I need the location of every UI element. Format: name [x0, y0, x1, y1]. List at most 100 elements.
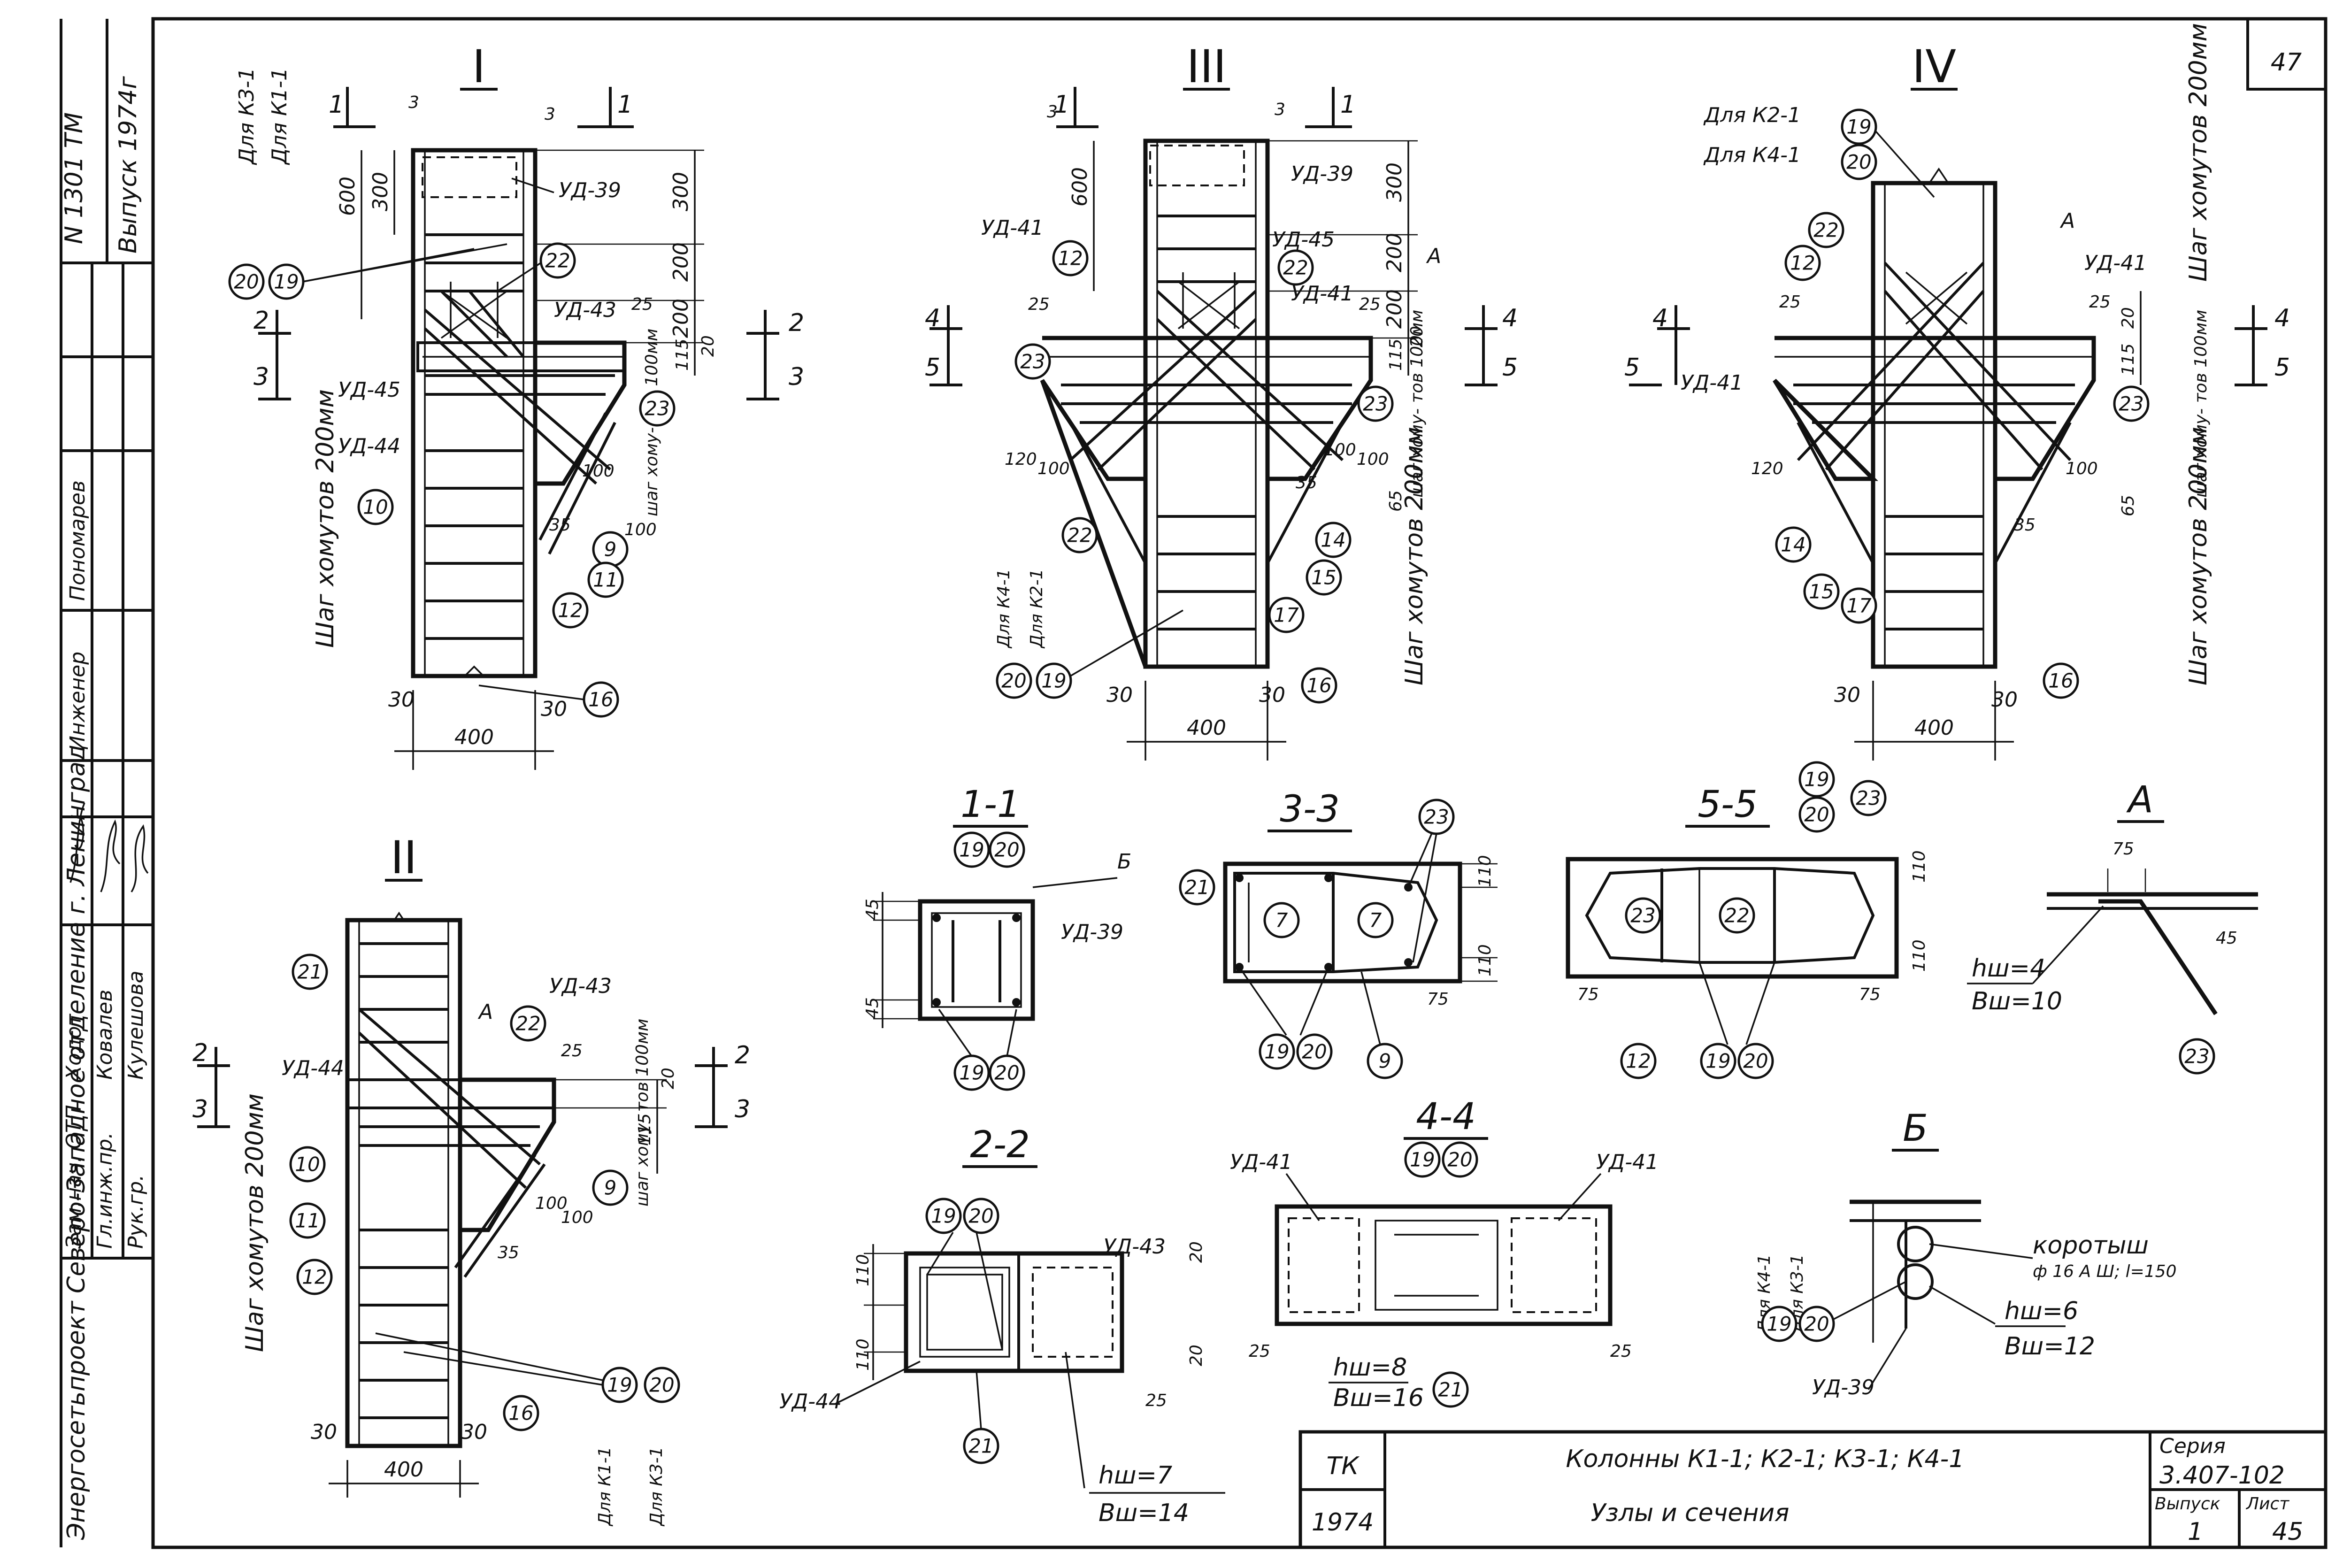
svg-text:45: 45: [863, 997, 882, 1019]
svg-text:9: 9: [604, 538, 617, 561]
svg-text:20: 20: [994, 1061, 1019, 1084]
svg-text:5: 5: [1502, 354, 1518, 382]
svg-text:10: 10: [295, 1153, 320, 1176]
svg-text:16: 16: [1306, 674, 1331, 697]
signature-role-1: Зам.нач. ОТП: [62, 1105, 86, 1249]
svg-text:3: 3: [254, 363, 269, 391]
svg-text:25: 25: [2089, 292, 2111, 312]
svg-text:Шаг хомутов 200мм: Шаг хомутов 200мм: [2184, 23, 2212, 282]
svg-text:100: 100: [1037, 459, 1070, 478]
svg-text:30: 30: [1991, 688, 2018, 712]
svg-text:Для К2-1: Для К2-1: [1703, 103, 1801, 127]
section-4-4: 4-4 25 25 УД-41 УД-41 19 20 21 hш=8 Вш=1…: [1230, 1096, 1659, 1412]
svg-text:25: 25: [1779, 292, 1801, 312]
svg-text:III: III: [1187, 40, 1227, 93]
svg-text:23: 23: [1363, 392, 1388, 415]
svg-text:12: 12: [1058, 247, 1083, 270]
svg-text:9: 9: [604, 1176, 617, 1199]
signature-name-2: Ковалев: [93, 990, 117, 1080]
svg-text:20: 20: [968, 1205, 993, 1228]
svg-text:15: 15: [1809, 580, 1834, 603]
svg-text:30: 30: [541, 697, 567, 721]
svg-text:Шаг хомутов 200мм: Шаг хомутов 200мм: [311, 389, 339, 648]
svg-text:22: 22: [545, 249, 570, 272]
svg-text:УД-41: УД-41: [1596, 1150, 1659, 1174]
svg-text:21: 21: [968, 1435, 993, 1458]
svg-text:35: 35: [549, 515, 571, 535]
svg-text:110: 110: [1475, 855, 1495, 887]
svg-text:УД-44: УД-44: [282, 1056, 344, 1080]
svg-text:11: 11: [593, 569, 618, 592]
svg-text:УД-45: УД-45: [1272, 228, 1335, 252]
svg-text:30: 30: [1834, 683, 1860, 707]
svg-text:ф 16 А Ш; l=150: ф 16 А Ш; l=150: [2033, 1262, 2177, 1281]
svg-text:20: 20: [699, 335, 718, 357]
svg-text:1: 1: [1340, 91, 1356, 119]
svg-text:5-5: 5-5: [1698, 784, 1757, 826]
svg-text:Для К1-1: Для К1-1: [268, 68, 292, 165]
svg-text:1: 1: [329, 91, 344, 119]
svg-text:3-3: 3-3: [1280, 788, 1339, 830]
svg-text:Для К3-1: Для К3-1: [647, 1446, 666, 1527]
svg-text:115: 115: [635, 1113, 654, 1145]
svg-text:20: 20: [2119, 307, 2138, 329]
organization: Энергосетьпроект Северо-Западное отделен…: [62, 745, 91, 1540]
signature-role-3: Рук.гр.: [124, 1175, 148, 1249]
svg-text:19: 19: [959, 1061, 984, 1084]
svg-text:21: 21: [1438, 1378, 1463, 1401]
sheet-label: Лист: [2245, 1494, 2289, 1514]
svg-text:400: 400: [1187, 716, 1226, 740]
svg-text:20: 20: [649, 1374, 674, 1397]
svg-text:22: 22: [1813, 219, 1838, 242]
svg-text:УД-44: УД-44: [779, 1390, 842, 1414]
svg-text:3: 3: [1047, 102, 1058, 122]
svg-text:УД-39: УД-39: [559, 178, 621, 202]
svg-text:16: 16: [2048, 669, 2073, 692]
svg-text:12: 12: [1626, 1050, 1651, 1073]
svg-text:25: 25: [631, 295, 653, 314]
svg-text:20: 20: [1804, 803, 1829, 826]
svg-text:400: 400: [1914, 716, 1954, 740]
svg-text:20: 20: [1407, 326, 1427, 347]
signature-name-1: Ходот: [62, 1014, 86, 1081]
svg-text:200: 200: [669, 242, 693, 282]
svg-text:23: 23: [1856, 787, 1881, 810]
svg-text:19: 19: [1041, 669, 1066, 692]
svg-text:19: 19: [1767, 1313, 1791, 1336]
engineer-name: Пономарев: [66, 480, 90, 601]
svg-text:25: 25: [561, 1041, 583, 1061]
svg-text:А: А: [2059, 209, 2075, 233]
svg-text:hш=7: hш=7: [1099, 1461, 1172, 1490]
svg-text:А: А: [2126, 779, 2153, 821]
svg-text:Шаг хомутов 200мм: Шаг хомутов 200мм: [2184, 427, 2212, 685]
svg-text:1-1: 1-1: [960, 784, 1020, 826]
svg-text:20: 20: [1804, 1313, 1829, 1336]
svg-text:17: 17: [1846, 594, 1872, 617]
column-outline: [345, 918, 462, 1448]
svg-text:200: 200: [1383, 233, 1406, 272]
svg-text:Б: Б: [1903, 1107, 1928, 1150]
svg-text:17: 17: [1274, 604, 1299, 627]
svg-text:3: 3: [1275, 100, 1285, 119]
svg-text:75: 75: [2113, 839, 2134, 859]
issue-number: 1: [2188, 1518, 2203, 1546]
svg-text:19: 19: [959, 838, 984, 861]
svg-text:Вш=12: Вш=12: [2005, 1332, 2095, 1360]
sheet-no: 45: [2272, 1518, 2303, 1546]
svg-text:30: 30: [388, 688, 415, 712]
svg-text:Вш=10: Вш=10: [1972, 987, 2062, 1015]
svg-text:400: 400: [454, 725, 494, 749]
svg-text:19: 19: [1410, 1148, 1435, 1171]
svg-text:12: 12: [558, 599, 583, 622]
svg-text:20: 20: [1846, 151, 1871, 174]
column-outline: [411, 148, 538, 678]
svg-text:19: 19: [931, 1205, 956, 1228]
svg-text:20: 20: [1302, 1040, 1327, 1063]
svg-text:110: 110: [1475, 944, 1495, 976]
svg-text:22: 22: [1724, 904, 1749, 927]
svg-text:4: 4: [2274, 304, 2290, 332]
svg-text:УД-39: УД-39: [1812, 1376, 1874, 1399]
svg-text:Для К4-1: Для К4-1: [994, 569, 1014, 649]
view-II: II 400 30 30 115 20 25 35: [192, 831, 750, 1527]
title-code: ТК: [1327, 1452, 1360, 1480]
